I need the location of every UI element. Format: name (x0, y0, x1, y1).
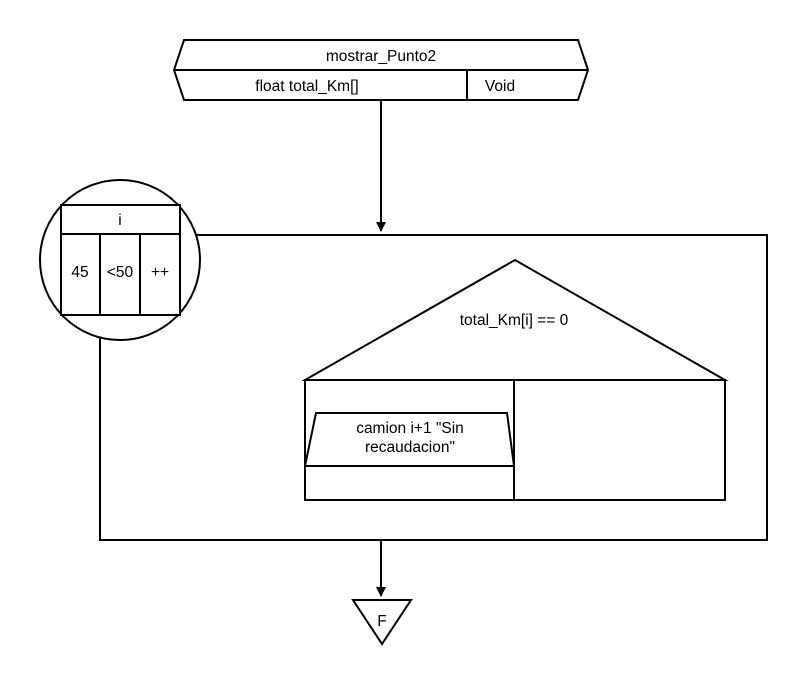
loop-condition-text: <50 (107, 264, 134, 281)
decision-node: total_Km[i] == 0 (301, 258, 729, 501)
parameter-text: float total_Km[] (255, 78, 358, 95)
end-label-text: F (377, 613, 386, 630)
loop-body-frame (99, 234, 768, 541)
output-node (303, 412, 516, 467)
function-name-text: mostrar_Punto2 (326, 48, 436, 65)
function-header: mostrar_Punto2 float total_Km[] Void (172, 39, 590, 101)
output-text: camion i+1 "Sin recaudacion" (356, 420, 464, 456)
loop-start-text: 45 (71, 264, 88, 281)
end-node: F (351, 599, 413, 646)
loop-step-text: ++ (151, 264, 169, 281)
loop-variable-text: i (118, 212, 121, 229)
for-loop-node: i 45 <50 ++ (39, 179, 201, 341)
decision-condition-text: total_Km[i] == 0 (460, 312, 569, 329)
return-type-text: Void (485, 78, 515, 95)
